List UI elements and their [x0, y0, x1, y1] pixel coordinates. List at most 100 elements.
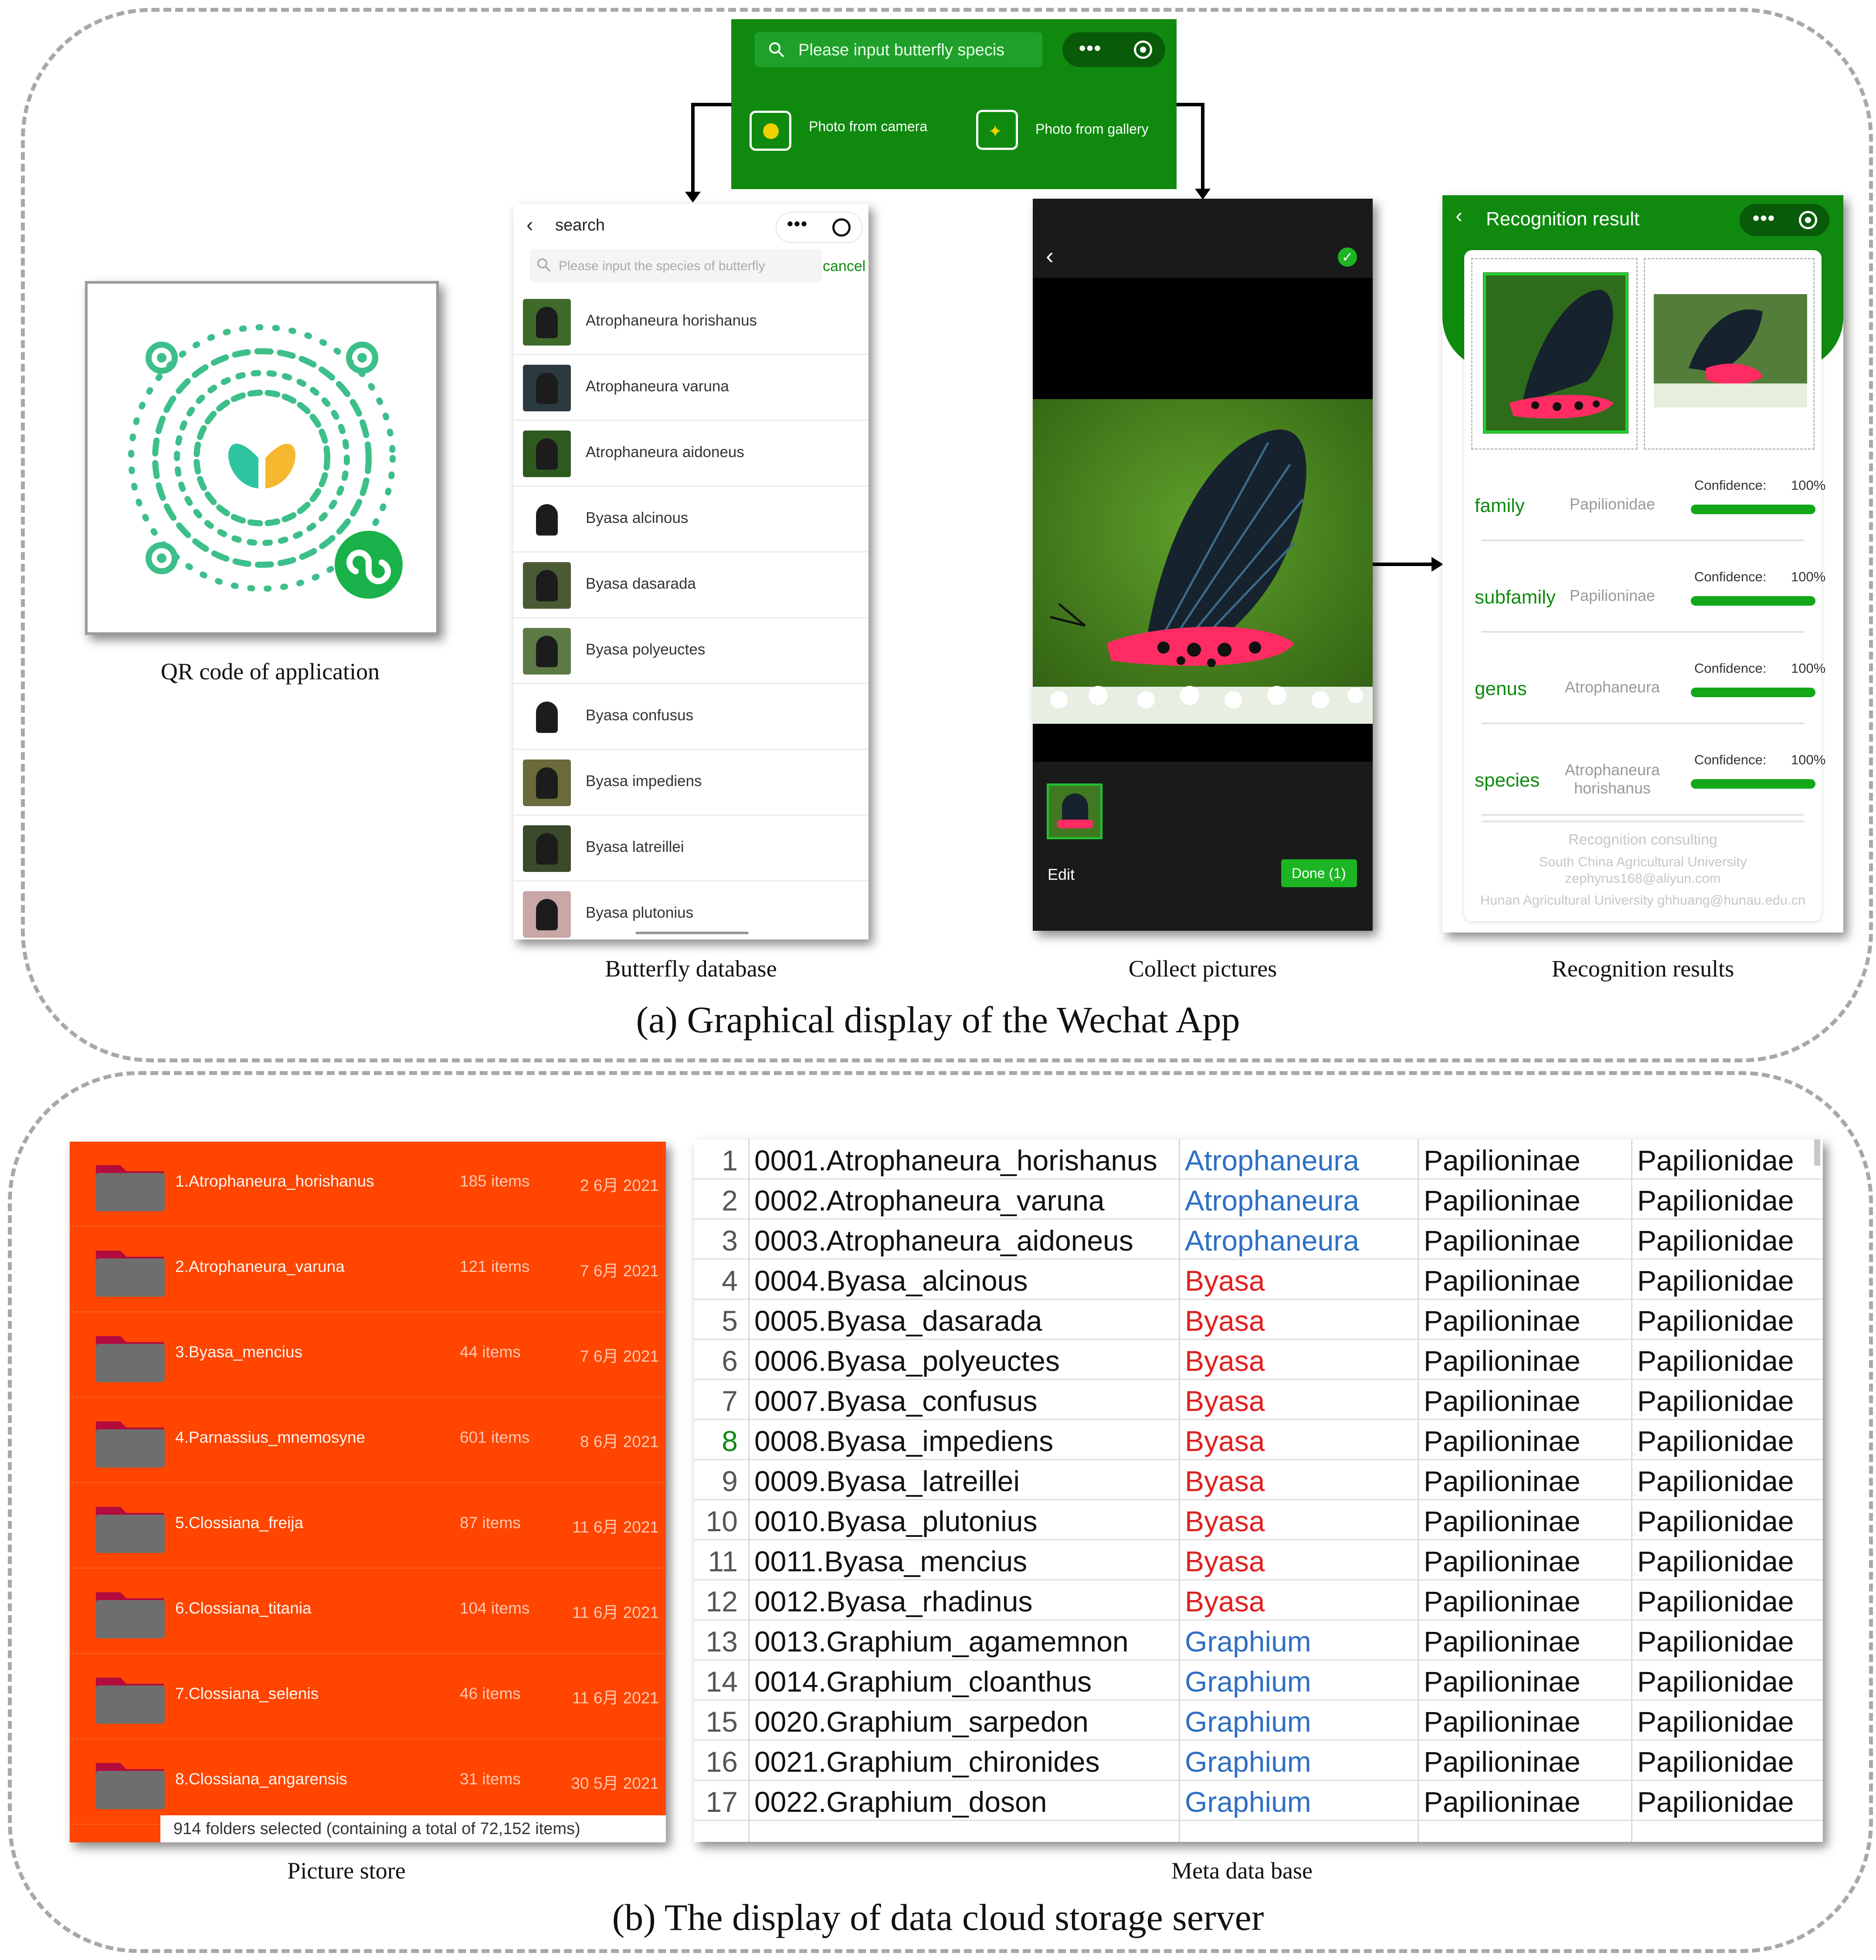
done-button[interactable]: Done (1)	[1281, 859, 1357, 887]
detected-image[interactable]	[1471, 258, 1638, 450]
family-cell[interactable]: Papilionidae	[1637, 1144, 1794, 1177]
family-cell[interactable]: Papilionidae	[1637, 1345, 1794, 1377]
genus-cell[interactable]: Byasa	[1185, 1545, 1265, 1577]
family-cell[interactable]: Papilionidae	[1637, 1184, 1794, 1217]
subfamily-cell[interactable]: Papilioninae	[1424, 1465, 1581, 1497]
genus-cell[interactable]: Byasa	[1185, 1265, 1265, 1297]
subfamily-cell[interactable]: Papilioninae	[1424, 1345, 1581, 1377]
back-icon[interactable]: ‹	[1046, 243, 1054, 269]
subfamily-cell[interactable]: Papilioninae	[1424, 1706, 1581, 1738]
list-item[interactable]: Byasa latreillei	[513, 816, 868, 882]
species-id-cell[interactable]: 0006.Byasa_polyeuctes	[754, 1345, 1060, 1377]
subfamily-cell[interactable]: Papilioninae	[1424, 1786, 1581, 1818]
subfamily-cell[interactable]: Papilioninae	[1424, 1625, 1581, 1658]
vertical-scrollbar[interactable]	[1814, 1139, 1820, 1166]
subfamily-cell[interactable]: Papilioninae	[1424, 1265, 1581, 1297]
family-cell[interactable]: Papilionidae	[1637, 1706, 1794, 1738]
photo-from-camera-button[interactable]: Photo from camera	[809, 119, 928, 134]
back-icon[interactable]: ‹	[1455, 204, 1462, 227]
subfamily-cell[interactable]: Papilioninae	[1424, 1184, 1581, 1217]
list-item[interactable]: Atrophaneura horishanus	[513, 289, 868, 355]
butterfly-search-input[interactable]: Please input butterfly specis	[755, 32, 1042, 67]
menu-capsule[interactable]: •••	[776, 212, 863, 243]
family-cell[interactable]: Papilionidae	[1637, 1665, 1794, 1698]
close-miniprogram-icon[interactable]	[1134, 41, 1152, 59]
species-id-cell[interactable]: 0001.Atrophaneura_horishanus	[754, 1144, 1157, 1177]
subfamily-cell[interactable]: Papilioninae	[1424, 1224, 1581, 1257]
genus-cell[interactable]: Byasa	[1185, 1505, 1265, 1537]
genus-cell[interactable]: Graphium	[1185, 1665, 1311, 1698]
menu-capsule[interactable]: •••	[1740, 204, 1829, 236]
species-id-cell[interactable]: 0002.Atrophaneura_varuna	[754, 1184, 1105, 1217]
list-item[interactable]: Byasa dasarada	[513, 553, 868, 618]
species-id-cell[interactable]: 0005.Byasa_dasarada	[754, 1305, 1042, 1337]
family-cell[interactable]: Papilionidae	[1637, 1585, 1794, 1618]
genus-cell[interactable]: Graphium	[1185, 1625, 1311, 1658]
family-cell[interactable]: Papilionidae	[1637, 1385, 1794, 1417]
species-id-cell[interactable]: 0011.Byasa_mencius	[754, 1545, 1028, 1577]
genus-cell[interactable]: Byasa	[1185, 1305, 1265, 1337]
subfamily-cell[interactable]: Papilioninae	[1424, 1425, 1581, 1457]
photo-from-gallery-button[interactable]: Photo from gallery	[1035, 121, 1149, 137]
species-id-cell[interactable]: 0007.Byasa_confusus	[754, 1385, 1038, 1417]
genus-cell[interactable]: Graphium	[1185, 1786, 1311, 1818]
subfamily-cell[interactable]: Papilioninae	[1424, 1144, 1581, 1177]
genus-cell[interactable]: Atrophaneura	[1185, 1144, 1359, 1177]
gallery-icon[interactable]: ✦	[976, 110, 1018, 150]
species-id-cell[interactable]: 0020.Graphium_sarpedon	[754, 1706, 1089, 1738]
subfamily-cell[interactable]: Papilioninae	[1424, 1746, 1581, 1778]
edit-button[interactable]: Edit	[1048, 865, 1075, 883]
selected-thumbnail[interactable]	[1047, 783, 1103, 839]
family-cell[interactable]: Papilionidae	[1637, 1265, 1794, 1297]
species-id-cell[interactable]: 0013.Graphium_agamemnon	[754, 1625, 1129, 1658]
genus-cell[interactable]: Graphium	[1185, 1746, 1311, 1778]
list-item[interactable]: Byasa impediens	[513, 750, 868, 816]
species-id-cell[interactable]: 0004.Byasa_alcinous	[754, 1265, 1028, 1297]
species-id-cell[interactable]: 0008.Byasa_impediens	[754, 1425, 1054, 1457]
subfamily-cell[interactable]: Papilioninae	[1424, 1545, 1581, 1577]
reference-image[interactable]	[1644, 258, 1815, 450]
genus-cell[interactable]: Atrophaneura	[1185, 1184, 1359, 1217]
genus-cell[interactable]: Byasa	[1185, 1345, 1265, 1377]
genus-cell[interactable]: Byasa	[1185, 1585, 1265, 1618]
list-item[interactable]: Byasa plutonius	[513, 882, 868, 939]
back-icon[interactable]: ‹	[526, 213, 533, 236]
subfamily-cell[interactable]: Papilioninae	[1424, 1505, 1581, 1537]
family-cell[interactable]: Papilionidae	[1637, 1545, 1794, 1577]
species-id-cell[interactable]: 0010.Byasa_plutonius	[754, 1505, 1038, 1537]
subfamily-cell[interactable]: Papilioninae	[1424, 1305, 1581, 1337]
subfamily-cell[interactable]: Papilioninae	[1424, 1665, 1581, 1698]
genus-cell[interactable]: Graphium	[1185, 1706, 1311, 1738]
list-item[interactable]: Atrophaneura varuna	[513, 355, 868, 421]
family-cell[interactable]: Papilionidae	[1637, 1224, 1794, 1257]
species-id-cell[interactable]: 0009.Byasa_latreillei	[754, 1465, 1020, 1497]
list-item[interactable]: Byasa confusus	[513, 684, 868, 750]
genus-cell[interactable]: Atrophaneura	[1185, 1224, 1359, 1257]
species-id-cell[interactable]: 0003.Atrophaneura_aidoneus	[754, 1224, 1133, 1257]
list-item[interactable]: Atrophaneura aidoneus	[513, 421, 868, 487]
species-id-cell[interactable]: 0014.Graphium_cloanthus	[754, 1665, 1092, 1698]
menu-capsule[interactable]: •••	[1062, 32, 1165, 67]
subfamily-cell[interactable]: Papilioninae	[1424, 1585, 1581, 1618]
